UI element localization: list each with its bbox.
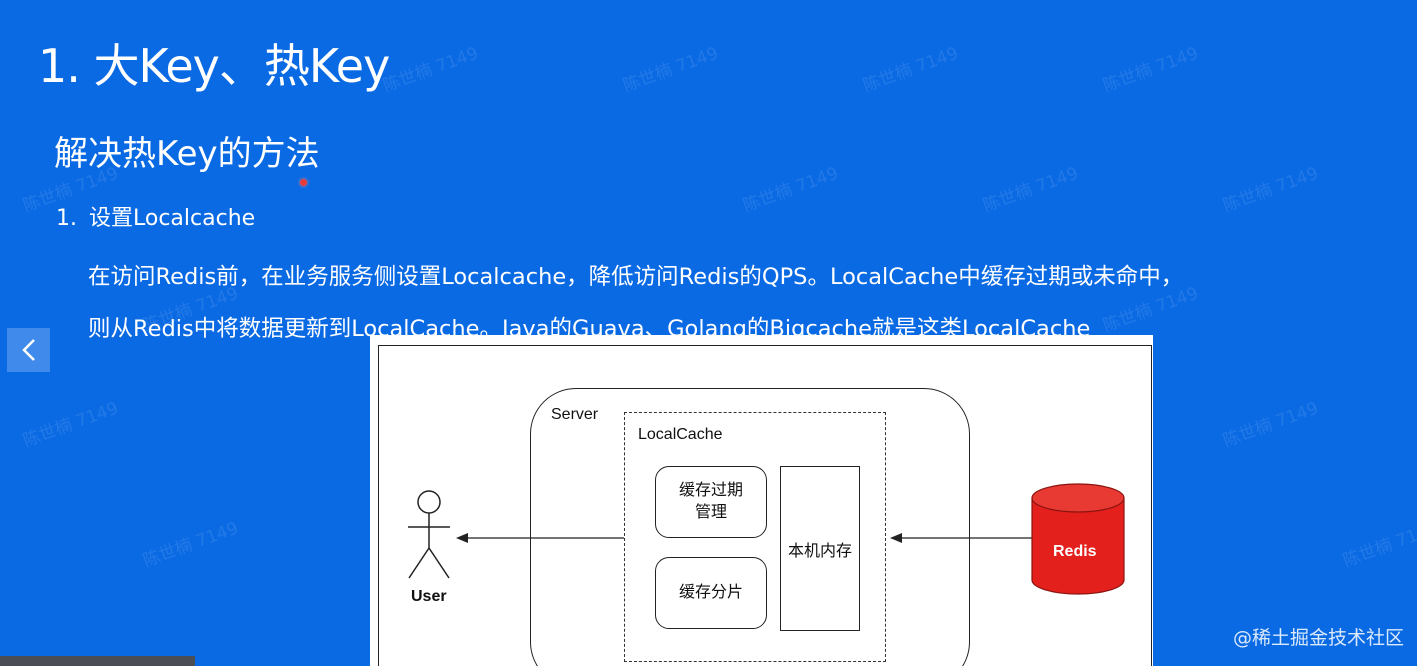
arrow-from-redis bbox=[890, 533, 1032, 543]
user-icon bbox=[408, 490, 450, 579]
watermark: 陈世楠 7149 bbox=[1340, 518, 1417, 572]
watermark: 陈世楠 7149 bbox=[740, 163, 841, 217]
server-label: Server bbox=[551, 406, 599, 423]
paragraph-line: 在访问Redis前，在业务服务侧设置Localcache，降低访问Redis的Q… bbox=[88, 264, 1184, 290]
arrow-to-user bbox=[456, 533, 624, 543]
cache-shard-box: 缓存分片 bbox=[655, 557, 767, 629]
list-item-title: 1. 设置Localcache bbox=[56, 200, 255, 232]
watermark: 陈世楠 7149 bbox=[1220, 398, 1321, 452]
list-item-label: 设置Localcache bbox=[89, 206, 256, 231]
cache-expire-label: 缓存过期 管理 bbox=[678, 482, 743, 521]
attribution-text: @稀土掘金技术社区 bbox=[1233, 627, 1405, 649]
redis-cylinder-icon bbox=[1031, 483, 1125, 595]
cache-shard-label: 缓存分片 bbox=[678, 584, 743, 601]
watermark: 陈世楠 7149 bbox=[980, 163, 1081, 217]
pointer-dot bbox=[300, 179, 307, 186]
local-memory-label: 本机内存 bbox=[787, 542, 852, 560]
localcache-box bbox=[624, 412, 886, 662]
user-label: User bbox=[411, 588, 447, 605]
watermark: 陈世楠 7149 bbox=[620, 43, 721, 97]
architecture-diagram: Server LocalCache 缓存过期 管理 缓存分片 本机内存 bbox=[370, 335, 1153, 666]
cache-expire-box: 缓存过期 管理 bbox=[655, 466, 767, 538]
prev-slide-button[interactable] bbox=[7, 328, 50, 372]
chevron-left-icon bbox=[21, 339, 35, 361]
watermark: 陈世楠 7149 bbox=[860, 43, 961, 97]
watermark: 陈世楠 7149 bbox=[140, 518, 241, 572]
localcache-label: LocalCache bbox=[638, 426, 723, 443]
slide-title: 1. 大Key、热Key bbox=[38, 39, 390, 93]
local-memory-box: 本机内存 bbox=[780, 466, 860, 631]
redis-label: Redis bbox=[1053, 543, 1097, 560]
bottom-left-fragment bbox=[0, 656, 195, 666]
diagram-shapes bbox=[408, 483, 1125, 595]
watermark: 陈世楠 7149 bbox=[1100, 43, 1201, 97]
watermark: 陈世楠 7149 bbox=[1220, 163, 1321, 217]
watermark: 陈世楠 7149 bbox=[380, 43, 481, 97]
description-paragraph: 在访问Redis前，在业务服务侧设置Localcache，降低访问Redis的Q… bbox=[88, 251, 1183, 355]
slide-subtitle: 解决热Key的方法 bbox=[54, 134, 320, 174]
diagram-frame bbox=[378, 345, 1152, 666]
list-item-number: 1. bbox=[56, 206, 77, 231]
server-box bbox=[530, 388, 970, 666]
watermark: 陈世楠 7149 bbox=[20, 398, 121, 452]
